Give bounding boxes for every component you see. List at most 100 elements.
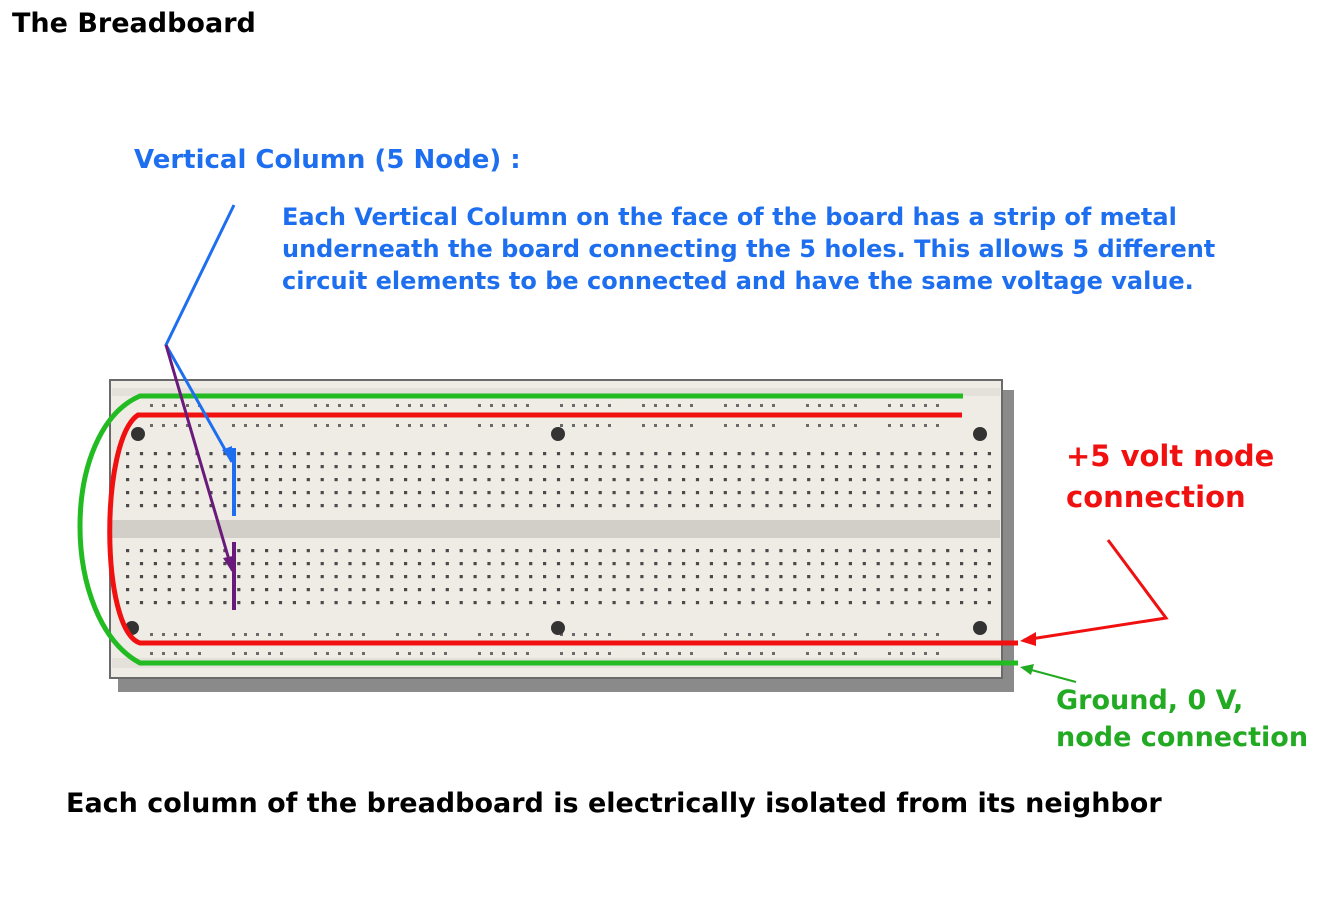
breadboard-hole xyxy=(376,504,380,508)
breadboard-hole xyxy=(932,549,936,553)
breadboard-hole xyxy=(668,588,672,592)
rail-hole xyxy=(526,633,529,636)
breadboard-hole xyxy=(640,575,644,579)
breadboard-hole xyxy=(306,575,310,579)
rail-hole xyxy=(444,424,447,427)
breadboard-hole xyxy=(501,465,505,469)
rail-hole xyxy=(912,633,915,636)
breadboard-hole xyxy=(668,549,672,553)
rail-hole xyxy=(830,652,833,655)
breadboard-hole xyxy=(153,575,157,579)
breadboard-hole xyxy=(751,549,755,553)
rail-hole xyxy=(854,424,857,427)
breadboard-hole xyxy=(487,452,491,456)
breadboard-hole xyxy=(848,491,852,495)
rail-hole xyxy=(724,424,727,427)
breadboard-hole xyxy=(306,549,310,553)
breadboard-hole xyxy=(445,575,449,579)
breadboard-hole xyxy=(723,465,727,469)
breadboard-hole xyxy=(223,478,227,482)
breadboard-hole xyxy=(237,465,241,469)
breadboard-hole xyxy=(862,491,866,495)
breadboard-hole xyxy=(167,491,171,495)
rail-hole xyxy=(256,404,259,407)
rail-hole xyxy=(314,404,317,407)
breadboard-hole xyxy=(598,549,602,553)
breadboard-hole xyxy=(737,504,741,508)
rail-hole xyxy=(584,652,587,655)
breadboard-hole xyxy=(890,588,894,592)
plus5-pointer xyxy=(1023,539,1169,642)
rail-hole xyxy=(362,424,365,427)
breadboard-hole xyxy=(265,575,269,579)
breadboard-hole xyxy=(556,478,561,482)
breadboard-hole xyxy=(779,588,783,592)
breadboard-hole xyxy=(723,562,727,566)
rail-hole xyxy=(912,424,915,427)
breadboard-hole xyxy=(640,549,644,553)
breadboard-hole xyxy=(306,452,310,456)
breadboard-hole xyxy=(807,478,811,482)
rail-hole xyxy=(444,652,447,655)
breadboard-hole xyxy=(306,504,310,508)
breadboard-hole xyxy=(126,491,130,495)
breadboard-hole xyxy=(821,465,825,469)
breadboard-hole xyxy=(320,562,324,566)
breadboard-hole xyxy=(334,575,338,579)
rail-hole xyxy=(936,652,939,655)
mounting-hole xyxy=(551,621,565,635)
rail-hole xyxy=(198,652,201,655)
breadboard-hole xyxy=(640,504,644,508)
rail-hole xyxy=(818,633,821,636)
breadboard-hole xyxy=(793,575,797,579)
rail-hole xyxy=(584,633,587,636)
breadboard-hole xyxy=(890,562,894,566)
breadboard-hole xyxy=(501,452,505,456)
breadboard-hole xyxy=(876,549,880,553)
breadboard-hole xyxy=(459,562,463,566)
rail-hole xyxy=(596,424,599,427)
breadboard-hole xyxy=(251,549,255,553)
breadboard-hole xyxy=(946,549,950,553)
breadboard-hole xyxy=(139,452,144,456)
rail-hole xyxy=(350,633,353,636)
breadboard-hole xyxy=(612,465,616,469)
breadboard-hole xyxy=(932,478,936,482)
rail-hole xyxy=(560,633,563,636)
rail-hole xyxy=(912,652,915,655)
breadboard-hole xyxy=(682,575,686,579)
breadboard-hole xyxy=(932,588,936,592)
rail-hole xyxy=(642,424,645,427)
rail-hole xyxy=(502,404,505,407)
rail-hole xyxy=(772,633,775,636)
breadboard-hole xyxy=(334,601,338,605)
breadboard-hole xyxy=(473,562,477,566)
breadboard-hole xyxy=(404,478,408,482)
breadboard-hole xyxy=(376,549,380,553)
breadboard-hole xyxy=(932,504,936,508)
rail-hole xyxy=(280,404,283,407)
hole-grid-top xyxy=(126,452,991,508)
breadboard-hole xyxy=(278,452,283,456)
breadboard-hole xyxy=(765,549,769,553)
breadboard-hole xyxy=(376,562,380,566)
breadboard-hole xyxy=(807,588,811,592)
breadboard-hole xyxy=(876,575,880,579)
breadboard-hole xyxy=(654,504,658,508)
breadboard-hole xyxy=(584,588,588,592)
breadboard-hole xyxy=(570,575,574,579)
breadboard-hole xyxy=(376,452,380,456)
breadboard-hole xyxy=(973,575,978,579)
breadboard-hole xyxy=(431,504,435,508)
rail-hole xyxy=(842,404,845,407)
breadboard-hole xyxy=(918,452,922,456)
breadboard-hole xyxy=(139,491,144,495)
breadboard-hole xyxy=(362,452,366,456)
breadboard-hole xyxy=(320,452,324,456)
rail-hole xyxy=(174,652,177,655)
breadboard-hole xyxy=(348,562,352,566)
breadboard-hole xyxy=(876,504,880,508)
breadboard-hole xyxy=(529,549,533,553)
ground-pointer xyxy=(1023,667,1077,683)
breadboard-hole xyxy=(640,601,644,605)
